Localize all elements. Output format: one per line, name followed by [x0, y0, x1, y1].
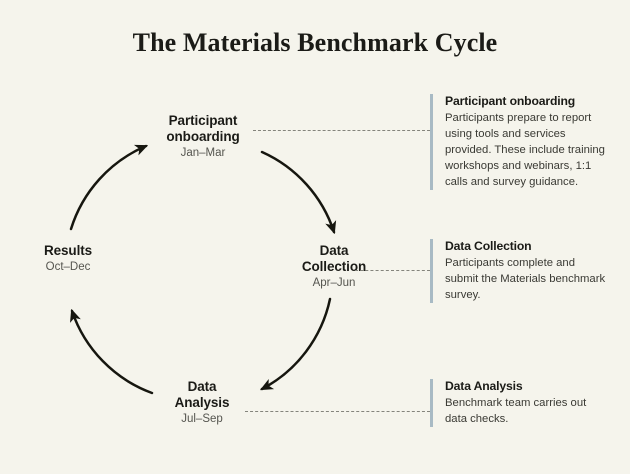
- cycle-stage-data-collection: Data Collection Apr–Jun: [288, 243, 380, 290]
- annotation-body: Participants prepare to report using too…: [445, 112, 605, 189]
- annotation-data-collection: Data Collection Participants complete an…: [430, 239, 607, 304]
- connector-analysis: [245, 411, 430, 412]
- cycle-stage-participant-onboarding: Participant onboarding Jan–Mar: [149, 113, 257, 160]
- annotation-title: Data Analysis: [445, 379, 523, 393]
- stage-title: Data Analysis: [174, 379, 230, 410]
- stage-period: Oct–Dec: [45, 260, 91, 273]
- annotation-title: Participant onboarding: [445, 94, 576, 108]
- connector-collection: [355, 270, 430, 271]
- stage-period: Apr–Jun: [312, 276, 356, 289]
- annotation-title: Data Collection: [445, 239, 532, 253]
- stage-period: Jul–Sep: [181, 412, 223, 425]
- arrow-results-to-onboarding: [69, 144, 149, 231]
- annotation-participant-onboarding: Participant onboarding Participants prep…: [430, 94, 607, 191]
- stage-title: Results: [43, 243, 93, 258]
- cycle-stage-data-analysis: Data Analysis Jul–Sep: [164, 379, 240, 426]
- arrow-collection-to-analysis: [259, 297, 332, 391]
- arrow-onboarding-to-collection: [260, 150, 337, 235]
- annotation-data-analysis: Data Analysis Benchmark team carries out…: [430, 379, 607, 428]
- connector-onboarding: [253, 130, 430, 131]
- page-title: The Materials Benchmark Cycle: [132, 28, 498, 57]
- annotation-body: Benchmark team carries out data checks.: [445, 397, 587, 426]
- stage-title: Participant onboarding: [166, 113, 240, 144]
- cycle-stage-results: Results Oct–Dec: [27, 243, 109, 274]
- annotation-body: Participants complete and submit the Mat…: [445, 257, 606, 302]
- stage-title: Data Collection: [301, 243, 367, 274]
- stage-period: Jan–Mar: [180, 146, 226, 159]
- arrow-analysis-to-results: [70, 308, 154, 395]
